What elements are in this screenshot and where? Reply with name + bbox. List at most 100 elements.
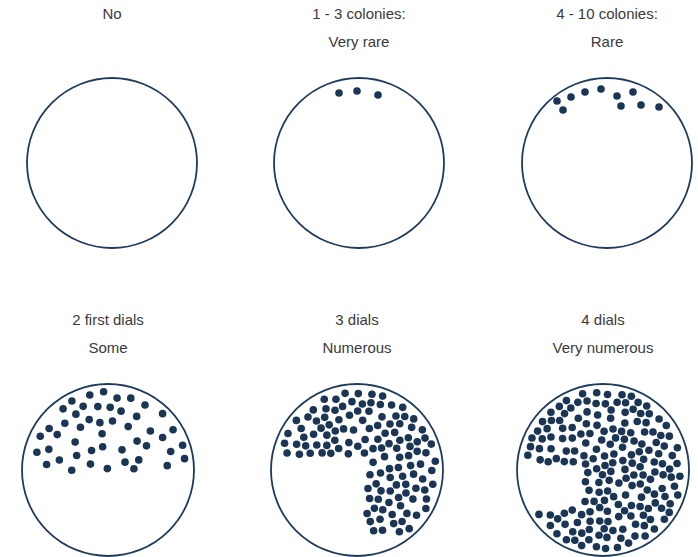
colony-dot: [169, 426, 177, 434]
colony-dot: [401, 413, 409, 421]
colony-dot: [402, 489, 410, 497]
colony-dot: [354, 442, 362, 450]
colony-dot: [607, 414, 615, 422]
colony-dot: [601, 462, 609, 470]
colony-dot: [403, 510, 411, 518]
colony-dot: [327, 450, 335, 458]
colony-dot: [402, 481, 410, 489]
colony-dot: [640, 511, 648, 519]
colony-dot: [659, 460, 667, 468]
colony-dot: [346, 411, 354, 419]
colony-dot: [571, 536, 579, 544]
colony-group: [281, 390, 439, 536]
colony-dot: [45, 446, 53, 454]
colony-dot: [391, 429, 399, 437]
colony-dot: [586, 508, 594, 516]
colony-dot: [582, 460, 590, 468]
colony-dot: [655, 103, 663, 111]
colony-dot: [640, 456, 648, 464]
colony-dot: [613, 92, 621, 100]
colony-dot: [627, 512, 635, 520]
colony-dot: [600, 428, 608, 436]
colony-group: [553, 85, 663, 114]
colony-dot: [658, 504, 666, 512]
colony-dot: [553, 97, 561, 105]
colony-dot: [117, 407, 125, 415]
colony-dot: [610, 493, 618, 501]
colony-dot: [583, 420, 591, 428]
colony-dot: [569, 528, 577, 536]
colony-dot: [593, 543, 601, 551]
dish-outline: [519, 75, 695, 251]
colony-dot: [559, 425, 567, 433]
colony-dot: [609, 459, 617, 467]
colony-dot: [323, 431, 331, 439]
colony-dot: [619, 457, 627, 465]
colony-dot: [628, 482, 636, 490]
colony-dot: [547, 522, 555, 530]
colony-dot: [133, 413, 141, 421]
colony-dot: [641, 522, 649, 530]
colony-dot: [293, 441, 301, 449]
colony-dot: [586, 518, 594, 526]
colony-dot: [593, 445, 601, 453]
colony-dot: [113, 394, 121, 402]
colony-dot: [596, 517, 604, 525]
colony-dot: [407, 462, 415, 470]
colony-dot: [536, 445, 544, 453]
colony-dot: [645, 446, 653, 454]
colony-dot: [574, 519, 582, 527]
petri-dish: 4 - 10 colonies:Rare: [519, 75, 695, 251]
colony-dot: [359, 400, 367, 408]
colony-dot: [619, 443, 627, 451]
colony-dot: [331, 427, 339, 435]
dish-outline: [19, 381, 197, 557]
colony-dot: [618, 428, 626, 436]
colony-dot: [413, 512, 421, 520]
colony-dot: [581, 498, 589, 506]
colony-dot: [354, 390, 362, 398]
colony-dot: [413, 448, 421, 456]
colony-dot: [135, 456, 143, 464]
colony-dot: [571, 447, 579, 455]
colony-dot: [141, 401, 149, 409]
petri-dish: 3 dialsNumerous: [268, 381, 446, 557]
caption-line: Some: [0, 334, 267, 362]
colony-dot: [628, 451, 636, 459]
colony-dot: [630, 437, 638, 445]
colony-dot: [335, 89, 343, 97]
colony-dot: [94, 403, 102, 411]
colony-dot: [376, 515, 384, 523]
colony-dot: [606, 441, 614, 449]
colony-dot: [674, 444, 682, 452]
colony-dot: [568, 424, 576, 432]
colony-dot: [98, 430, 106, 438]
colony-dot: [609, 527, 617, 535]
colony-dot: [390, 520, 398, 528]
colony-dot: [559, 435, 567, 443]
colony-dot: [96, 419, 104, 427]
colony-dot: [651, 490, 659, 498]
colony-dot: [321, 414, 329, 422]
colony-dot: [583, 408, 591, 416]
colony-dot: [73, 452, 81, 460]
caption-line: Rare: [449, 28, 698, 56]
colony-dot: [381, 429, 389, 437]
colony-dot: [660, 442, 668, 450]
colony-dot: [374, 435, 382, 443]
colony-dot: [561, 410, 569, 418]
colony-dot: [99, 443, 107, 451]
colony-dot: [633, 418, 641, 426]
colony-dot: [534, 427, 542, 435]
colony-dot: [647, 476, 655, 484]
colony-dot: [419, 426, 427, 434]
colony-dot: [381, 453, 389, 461]
colony-dot: [385, 440, 393, 448]
colony-dot: [397, 502, 405, 510]
colony-dot: [350, 426, 358, 434]
colony-dot: [396, 420, 404, 428]
colony-dot: [354, 407, 362, 415]
colony-dot: [627, 429, 635, 437]
colony-dot: [582, 439, 590, 447]
colony-dot: [596, 504, 604, 512]
